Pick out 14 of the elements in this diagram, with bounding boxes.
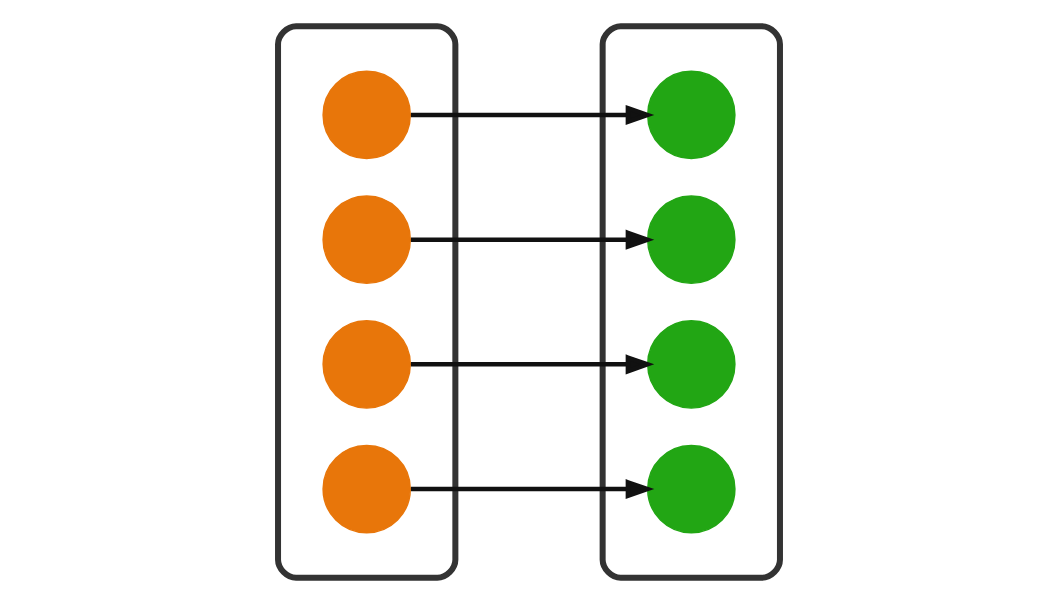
node-circle [646,444,736,534]
node-circle [321,70,411,160]
cluster [599,23,783,581]
node-circle [321,320,411,409]
node-circle [646,70,736,160]
cluster [274,23,458,581]
node-circle [321,195,411,284]
arrow [410,229,654,250]
arrow [410,479,654,500]
arrow [410,104,654,125]
node-circle [321,444,411,534]
node-circle [646,195,736,284]
arrow [410,354,654,375]
node-circle [646,320,736,409]
